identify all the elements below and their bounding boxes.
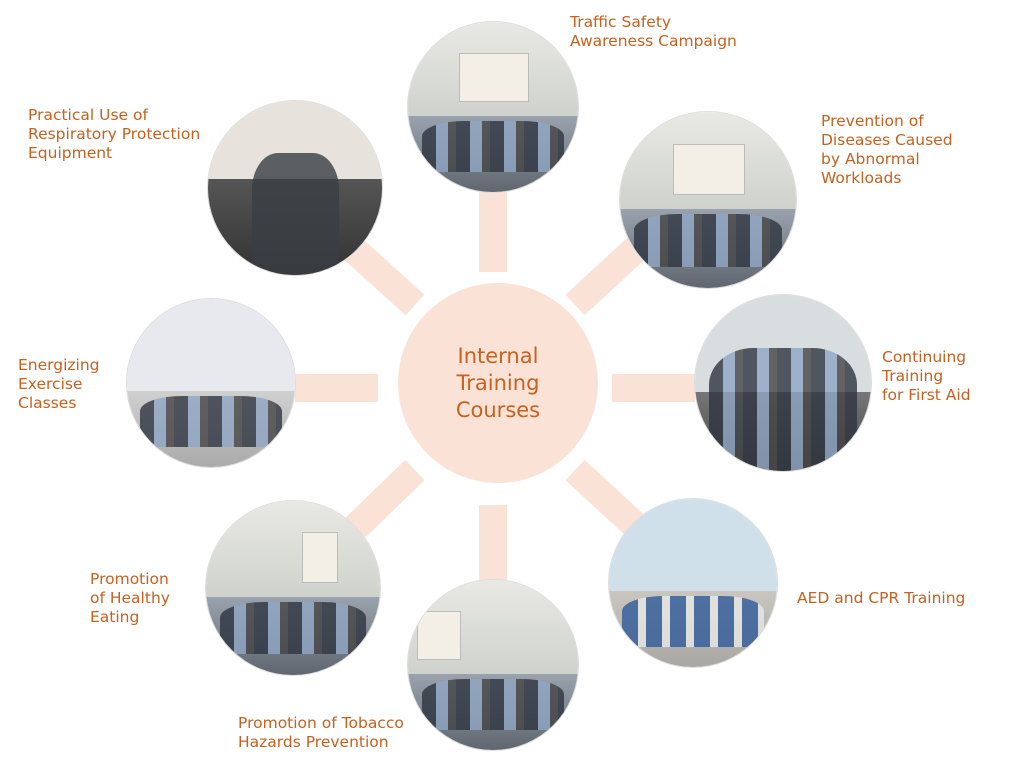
label-tobacco-hazards: Promotion of Tobacco Hazards Prevention — [238, 714, 404, 752]
label-line: for First Aid — [882, 386, 971, 404]
label-line: Promotion of Tobacco — [238, 714, 404, 732]
center-title-line: Training — [456, 370, 540, 395]
label-line: Exercise — [18, 375, 83, 393]
label-line: Hazards Prevention — [238, 733, 389, 751]
label-aed-cpr: AED and CPR Training — [797, 589, 965, 608]
label-line: Energizing — [18, 356, 100, 374]
label-line: by Abnormal — [821, 150, 920, 168]
center-hub: Internal Training Courses — [398, 283, 598, 483]
label-line: of Healthy — [90, 589, 170, 607]
photo-abnormal-workloads — [620, 112, 796, 288]
label-line: Practical Use of — [28, 106, 148, 124]
label-healthy-eating: Promotion of Healthy Eating — [90, 570, 170, 627]
label-line: Continuing — [882, 348, 967, 366]
photo-healthy-eating — [206, 501, 380, 675]
label-first-aid: Continuing Training for First Aid — [882, 348, 971, 405]
label-abnormal-workloads: Prevention of Diseases Caused by Abnorma… — [821, 112, 953, 188]
label-line: Workloads — [821, 169, 902, 187]
center-title-line: Courses — [455, 397, 541, 422]
label-line: Diseases Caused — [821, 131, 953, 149]
label-line: Training — [882, 367, 944, 385]
label-traffic-safety: Traffic Safety Awareness Campaign — [570, 13, 737, 51]
photo-exercise-classes — [127, 299, 295, 467]
label-line: Promotion — [90, 570, 169, 588]
label-line: Awareness Campaign — [570, 32, 737, 50]
label-exercise-classes: Energizing Exercise Classes — [18, 356, 100, 413]
photo-first-aid — [695, 295, 871, 471]
label-line: AED and CPR Training — [797, 589, 966, 607]
photo-traffic-safety — [408, 22, 578, 192]
label-line: Equipment — [28, 144, 113, 162]
label-line: Eating — [90, 608, 140, 626]
center-title-line: Internal — [457, 343, 539, 368]
label-line: Classes — [18, 394, 77, 412]
label-line: Respiratory Protection — [28, 125, 201, 143]
photo-respiratory-protection — [208, 101, 382, 275]
label-line: Prevention of — [821, 112, 924, 130]
photo-aed-cpr — [609, 499, 777, 667]
label-line: Traffic Safety — [570, 13, 672, 31]
photo-tobacco-hazards — [408, 580, 578, 750]
label-respiratory-protection: Practical Use of Respiratory Protection … — [28, 106, 200, 163]
